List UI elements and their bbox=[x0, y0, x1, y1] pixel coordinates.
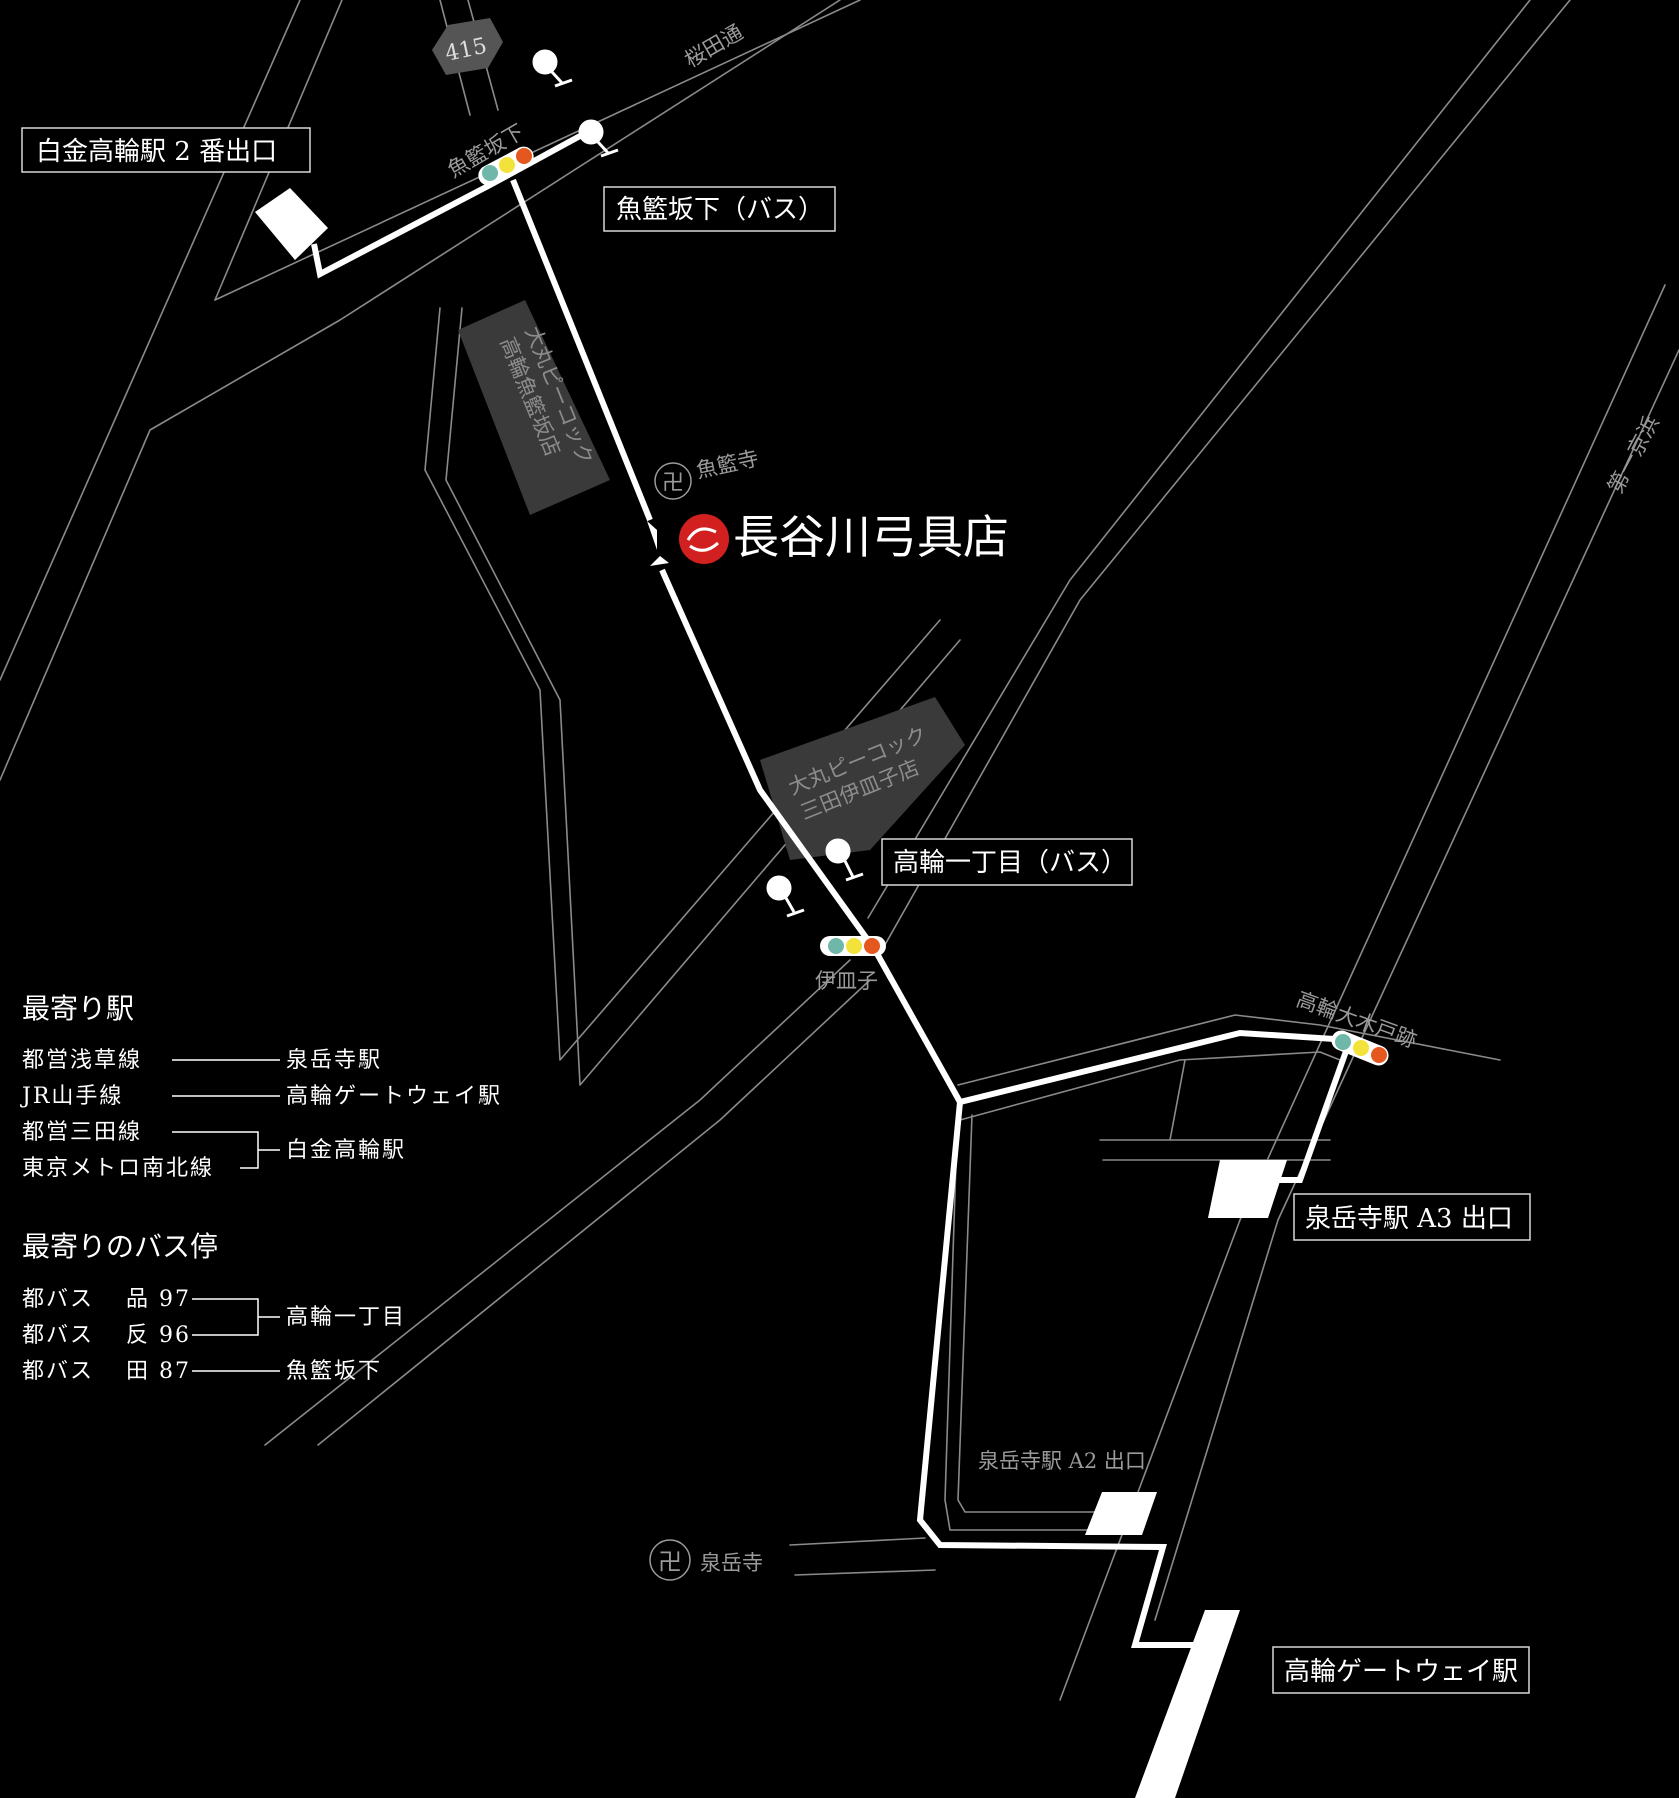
road-network bbox=[0, 0, 1679, 1701]
arrow-up bbox=[650, 556, 669, 566]
shop-marker: 長谷川弓具店 bbox=[679, 510, 1009, 564]
road-daiichi-keihin-west bbox=[1239, 284, 1666, 1221]
legend-bus-operator: 都バス bbox=[22, 1323, 94, 1348]
sengakuji-a2-label: 泉岳寺駅 A2 出口 bbox=[978, 1449, 1146, 1473]
route-sengakuji bbox=[872, 948, 1355, 1183]
station-exits bbox=[255, 188, 1287, 1798]
arrow-down bbox=[647, 521, 657, 550]
temple-icon bbox=[654, 462, 692, 500]
label-sengakuji-a3: 泉岳寺駅 A3 出口 bbox=[1293, 1193, 1531, 1241]
road-sakurada-south bbox=[214, 0, 861, 301]
legend-line: JR山手線 bbox=[20, 1084, 123, 1109]
road-daiichi-keihin-south-west bbox=[1059, 1219, 1241, 1701]
label-shirokane-exit: 白金高輪駅 2 番出口 bbox=[21, 127, 311, 173]
road-daiichi-keihin-south-east bbox=[1154, 1219, 1279, 1621]
legend-bus-route: 反 96 bbox=[126, 1323, 191, 1348]
traffic-signal-isarago bbox=[820, 936, 886, 956]
bus-stop-icon bbox=[825, 838, 864, 882]
legend-bus-title: 最寄りのバス停 bbox=[22, 1230, 218, 1263]
intersection-isarago: 伊皿子 bbox=[815, 969, 878, 993]
road-southwest-a bbox=[264, 959, 851, 1446]
sengakuji-a2-marker bbox=[1085, 1492, 1157, 1535]
temple-sengakuji-label: 泉岳寺 bbox=[700, 1551, 763, 1575]
legend-bus-route: 田 87 bbox=[126, 1359, 191, 1384]
daimaru-uokagozaka-building bbox=[458, 300, 610, 515]
road-south-west-a bbox=[944, 1099, 1101, 1531]
road-daiichi-keihin-east bbox=[1277, 349, 1679, 1221]
legend-bus-stop: 魚籃坂下 bbox=[286, 1359, 382, 1384]
bus-stop-icon bbox=[578, 119, 619, 158]
label-takanawa-bus-text: 高輪一丁目（バス） bbox=[893, 848, 1127, 878]
route-415-badge bbox=[432, 18, 503, 75]
road-sengakuji-north bbox=[789, 1537, 926, 1546]
label-takanawa-bus: 高輪一丁目（バス） bbox=[881, 838, 1133, 886]
shirokane-exit-marker bbox=[255, 188, 328, 260]
label-uokagozaka-bus: 魚籃坂下（バス） bbox=[603, 186, 836, 232]
road-okido-south bbox=[959, 1051, 1341, 1121]
daimaru-isarago-building bbox=[760, 697, 965, 860]
label-shirokane-exit-text: 白金高輪駅 2 番出口 bbox=[36, 137, 277, 167]
buildings bbox=[458, 300, 965, 860]
legend-bus-operator: 都バス bbox=[22, 1287, 94, 1312]
road-sengakuji-south bbox=[794, 1569, 936, 1576]
legend-bus-route: 品 97 bbox=[126, 1287, 191, 1312]
shop-name: 長谷川弓具店 bbox=[733, 510, 1009, 564]
walking-routes bbox=[311, 133, 1355, 1648]
legend-station: 高輪ゲートウェイ駅 bbox=[286, 1084, 502, 1109]
sengakuji-a3-marker bbox=[1208, 1160, 1287, 1218]
route-south-to-shop bbox=[659, 568, 878, 952]
road-northeast-a bbox=[867, 0, 1531, 919]
legend-line: 都営浅草線 bbox=[22, 1048, 142, 1073]
legend-stations: 最寄り駅 都営浅草線 泉岳寺駅 JR山手線 高輪ゲートウェイ駅 都営三田線 東京… bbox=[20, 992, 502, 1181]
bus-stop-icon bbox=[532, 49, 573, 88]
legend-line: 東京メトロ南北線 bbox=[22, 1156, 214, 1181]
legend-station: 泉岳寺駅 bbox=[286, 1048, 382, 1073]
legend-buses: 最寄りのバス停 都バス 品 97 都バス 反 96 高輪一丁目 都バス 田 87… bbox=[22, 1230, 406, 1384]
label-gateway-station-text: 高輪ゲートウェイ駅 bbox=[1284, 1657, 1518, 1687]
legend-stations-title: 最寄り駅 bbox=[22, 992, 134, 1025]
traffic-signal-okido bbox=[1331, 1030, 1389, 1066]
road-okido-north bbox=[957, 1014, 1501, 1086]
temple-sengakuji: 卍 泉岳寺 bbox=[649, 1539, 763, 1581]
road-inner-loop-east bbox=[445, 307, 961, 1086]
road-northeast-b bbox=[881, 0, 1571, 951]
gateway-station-marker bbox=[1135, 1610, 1240, 1798]
shop-logo-icon bbox=[679, 514, 729, 564]
route-shirokane bbox=[311, 133, 582, 279]
road-far-left bbox=[0, 0, 301, 681]
label-gateway-station: 高輪ゲートウェイ駅 bbox=[1272, 1646, 1530, 1694]
route-north-to-shop bbox=[510, 178, 653, 522]
route-gateway bbox=[916, 1101, 1195, 1648]
temple-symbol: 卍 bbox=[662, 471, 684, 496]
road-south-west-b bbox=[957, 1114, 1101, 1513]
road-inner-loop-west bbox=[424, 307, 941, 1061]
bus-stops bbox=[532, 49, 864, 918]
temple-symbol: 卍 bbox=[658, 1548, 682, 1576]
road-left-diagonal bbox=[0, 0, 841, 781]
legend-line: 都営三田線 bbox=[22, 1120, 142, 1145]
label-sengakuji-a3-text: 泉岳寺駅 A3 出口 bbox=[1305, 1204, 1513, 1234]
legend-bus-operator: 都バス bbox=[22, 1359, 94, 1384]
bus-stop-icon bbox=[766, 875, 805, 918]
legend-bus-stop: 高輪一丁目 bbox=[286, 1305, 406, 1330]
road-southwest-b bbox=[317, 979, 871, 1446]
legend-station: 白金高輪駅 bbox=[286, 1138, 406, 1163]
label-uokagozaka-bus-text: 魚籃坂下（バス） bbox=[616, 195, 824, 225]
traffic-signal-uokagozaka bbox=[478, 146, 534, 186]
temple-icon bbox=[649, 1539, 691, 1581]
